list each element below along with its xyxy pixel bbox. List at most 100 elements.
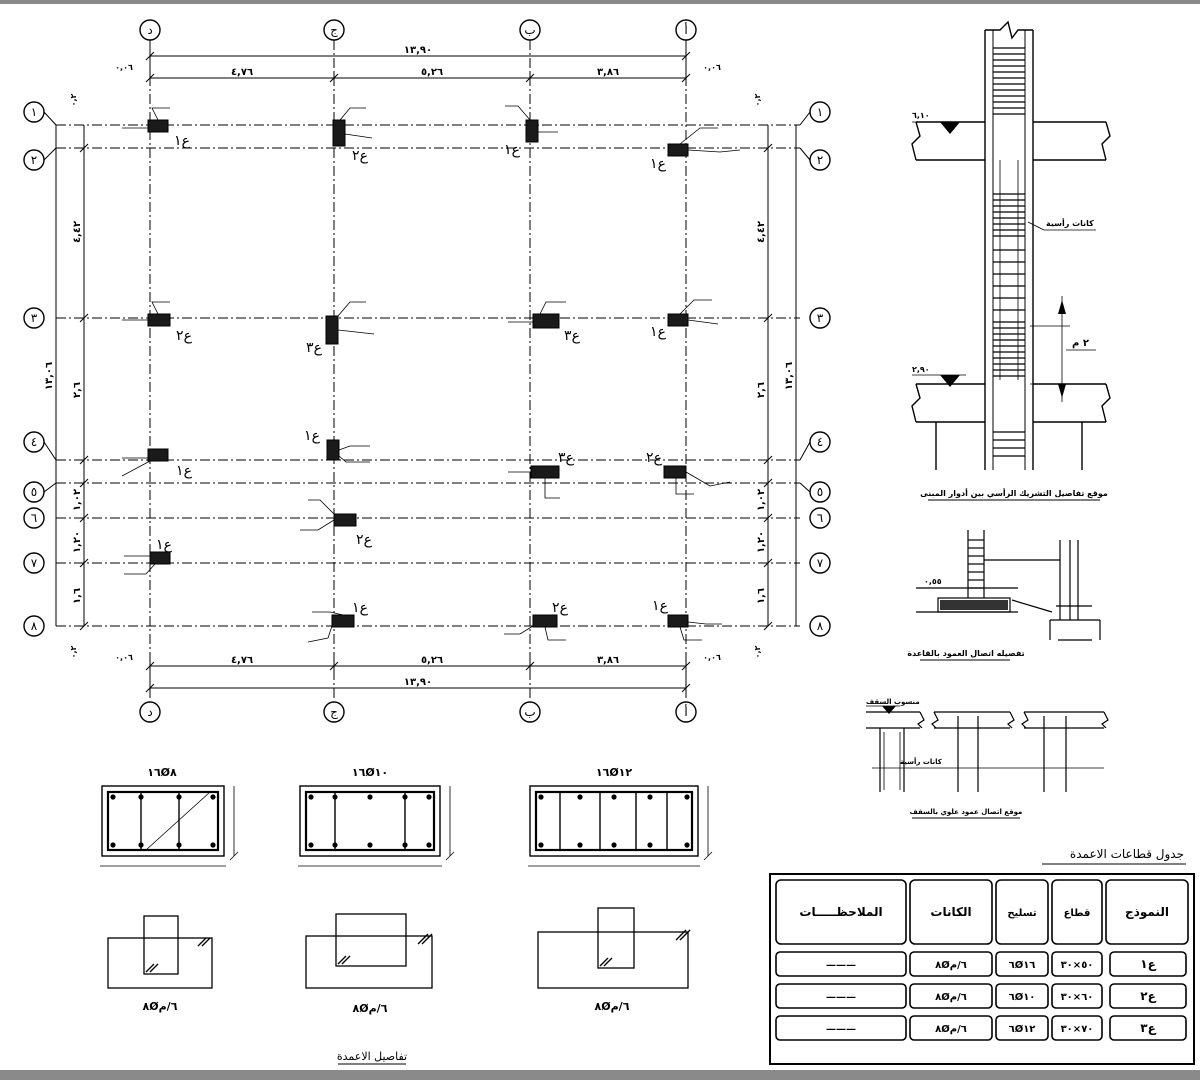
table-header-notes: الملاحظـــــات (799, 905, 882, 919)
column-tag-r4-j: ع١ (304, 428, 321, 444)
dim-vertical-span-2-left: ٢,٦ (72, 382, 83, 398)
elevation-caption: موقع تفاصيل التشريك الرأسي بين أدوار الم… (920, 488, 1108, 498)
table-row-3-model: ع٣ (1140, 1021, 1156, 1035)
table-row-3-rebar: ٦Ø١٢ (1009, 1023, 1036, 1035)
dim-span-3-top: ٣,٨٦ (597, 67, 619, 78)
dim-vertical-span-3-left: ١,٠٢ (72, 489, 83, 511)
slab-bar-label: كانات رأسية (900, 757, 943, 766)
axis-bubbles-top (139, 19, 697, 723)
dim-span-1-bottom: ٤,٧٦ (231, 655, 253, 666)
column-r4-d (147, 448, 169, 462)
dim-edge-right-bottom: ٠,٢ (753, 645, 762, 658)
column-r3-j (325, 315, 339, 345)
axis-label-b-bottom: ب (524, 705, 535, 719)
column-sections: ١٦Ø٨ ١٦Ø١٠ ١٦Ø١٢ (100, 766, 713, 1065)
dim-vertical-span-3-right: ١,٠٢ (756, 489, 767, 511)
column-r1-b (525, 119, 539, 143)
table-header-model: النموذج (1125, 905, 1169, 920)
dim-span-3-bottom: ٣,٨٦ (597, 655, 619, 666)
footing-note-2: ٨Ø٦/م (353, 1002, 388, 1015)
axis-label-a-top: أ (684, 22, 687, 37)
table-row-2-section: ٦٠×٣٠ (1061, 992, 1094, 1003)
dim-edge-tr: ٠,٠٦ (703, 63, 721, 72)
table-row-3-section: ٧٠×٣٠ (1061, 1024, 1094, 1035)
column-tag-r5-a: ع٢ (646, 450, 663, 466)
column-tag-r8-b: ع٢ (552, 600, 569, 616)
column-tag-r4-d: ع١ (176, 463, 193, 479)
column-tag-r3-j: ع٣ (306, 340, 323, 356)
column-r1-j (332, 119, 346, 147)
row-label-3-right: ٣ (817, 311, 824, 325)
table-header-section: قطاع (1064, 908, 1091, 919)
column-tag-r1-d: ع١ (174, 133, 191, 149)
dim-total-top: ١٣,٩٠ (404, 45, 432, 56)
dimension-lines-vertical (55, 125, 797, 631)
dim-vertical-span-4-right: ١,٢٠ (756, 531, 767, 553)
level-top-label: ٦,١٠ (912, 111, 930, 120)
dim-vertical-total-left: ١٣,٠٦ (44, 362, 55, 390)
dim-vertical-span-5-right: ١,٦ (756, 588, 767, 604)
dim-vertical-span-1-right: ٤,٤٢ (756, 221, 767, 243)
column-r5-b (530, 465, 560, 479)
dim-edge-tl: ٠,٠٦ (115, 63, 133, 72)
table-row-1-stirrups: ٨Ø٦/م (935, 959, 967, 971)
column-r7-d (149, 551, 171, 565)
column-tag-r7-d: ع١ (156, 537, 173, 553)
row-label-1-right: ١ (817, 105, 823, 119)
table-header-stirrups: الكانات (930, 905, 971, 919)
axis-label-d-bottom: د (147, 705, 152, 719)
column-r3-d (147, 313, 171, 327)
column-tag-r5-b: ع٣ (558, 450, 575, 466)
section-title-2: ١٦Ø١٠ (352, 766, 388, 779)
dimension-lines-horizontal (145, 50, 691, 694)
footing-connection-detail: ٠,٥٥ تفصيله اتصال العمود بالقاعدة (907, 530, 1101, 661)
column-r4-j (326, 439, 340, 461)
row-label-2-left: ٢ (31, 153, 37, 167)
column-tag-r8-a: ع١ (652, 598, 669, 614)
column-r8-j (331, 614, 355, 628)
row-bubbles (23, 101, 831, 637)
slab-level-label: منسوب السقف (866, 698, 920, 706)
column-tag-r1-j: ع٢ (352, 148, 369, 164)
dim-vertical-span-1-left: ٤,٤٢ (72, 221, 83, 243)
axis-label-d-top: د (147, 23, 152, 37)
dim-edge-br: ٠,٠٦ (703, 653, 721, 662)
dim-vertical-span-2-right: ٢,٦ (756, 382, 767, 398)
table-title: جدول قطاعات الاعمدة (1070, 847, 1184, 862)
row-label-7-left: ٧ (31, 556, 38, 570)
row-label-8-right: ٨ (817, 619, 824, 633)
table-row-3-notes: ——— (826, 1024, 856, 1035)
axis-label-a-bottom: أ (684, 704, 687, 719)
table-row-3-stirrups: ٨Ø٦/م (935, 1023, 967, 1035)
row-label-5-right: ٥ (817, 485, 823, 499)
slab-caption: موقع اتصال عمود علوي بالسقف (910, 808, 1023, 816)
row-label-2-right: ٢ (817, 153, 823, 167)
column-r1-d (147, 119, 169, 133)
row-label-4-right: ٤ (817, 435, 823, 449)
table-row-2-model: ع٢ (1140, 989, 1156, 1003)
row-label-6-right: ٦ (817, 511, 823, 525)
dim-span-1-top: ٤,٧٦ (231, 67, 253, 78)
dim-vertical-span-4-left: ١,٢٠ (72, 531, 83, 553)
column-r8-b (532, 614, 558, 628)
dim-total-bottom: ١٣,٩٠ (404, 677, 432, 688)
dim-edge-bl: ٠,٠٦ (115, 653, 133, 662)
column-leaders (121, 105, 741, 643)
stirrups-pattern (993, 47, 1025, 457)
table-row-2-rebar: ٦Ø١٠ (1009, 991, 1036, 1003)
dim-span-2-top: ٥,٢٦ (421, 67, 443, 78)
vertical-reinforcement-detail: ٦,١٠ ٢,٩٠ كانات رأسية ٢ م موقع تفاصيل ال… (911, 20, 1111, 501)
dim-edge-left-top: ٠,٢ (69, 93, 78, 106)
column-r3-a (667, 313, 689, 327)
column-tag-r2-a: ع١ (650, 156, 667, 172)
section-drawing-3 (528, 785, 713, 867)
row-label-7-right: ٧ (817, 556, 824, 570)
table-row-1-model: ع١ (1140, 957, 1156, 971)
dim-vertical-total-right: ١٣,٠٦ (784, 362, 795, 390)
column-sections-table: جدول قطاعات الاعمدة (769, 847, 1195, 1065)
plan-columns (147, 119, 689, 628)
table-row-1-rebar: ٦Ø١٦ (1009, 959, 1036, 971)
footing-caption: تفصيله اتصال العمود بالقاعدة (907, 649, 1024, 658)
column-r8-a (667, 614, 689, 628)
slab-connection-detail: منسوب السقف كانات رأسية موقع اتصال عمود … (866, 698, 1109, 819)
